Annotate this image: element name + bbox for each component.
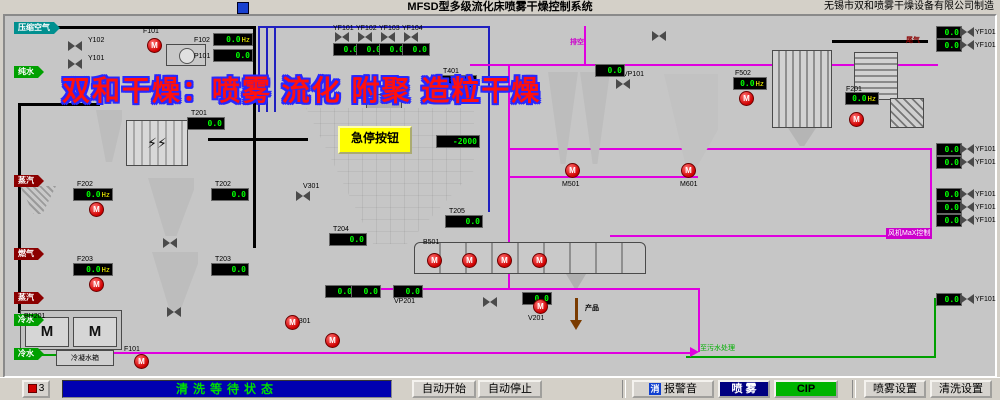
cip-button[interactable]: CIP [774, 380, 838, 398]
status-bar: 3 清洗等待状态 自动开始 自动停止 消报警音 喷 雾 CIP 喷雾设置 清洗设… [0, 377, 1000, 400]
app-icon [237, 2, 249, 14]
alarm-count-button[interactable]: 3 [22, 380, 50, 398]
emergency-stop-button[interactable]: 急停按钮 [338, 126, 412, 154]
mute-label: 报警音 [664, 383, 697, 395]
diagram-frame [3, 14, 997, 378]
status-message: 清洗等待状态 [62, 380, 392, 398]
separator [622, 380, 626, 398]
page-title: MFSD型多级流化床喷雾干燥控制系统 [407, 1, 593, 13]
auto-start-button[interactable]: 自动开始 [412, 380, 476, 398]
separator [852, 380, 856, 398]
manufacturer-label: 无锡市双和喷雾干燥设备有限公司制造 [824, 1, 994, 12]
mute-alarm-button[interactable]: 消报警音 [632, 380, 714, 398]
led-icon [27, 383, 37, 393]
title-bar: MFSD型多级流化床喷雾干燥控制系统 无锡市双和喷雾干燥设备有限公司制造 [0, 0, 1000, 14]
spray-button[interactable]: 喷 雾 [718, 380, 770, 398]
alarm-count: 3 [38, 383, 45, 394]
mute-icon: 消 [649, 383, 661, 396]
clean-settings-button[interactable]: 清洗设置 [930, 380, 992, 398]
auto-stop-button[interactable]: 自动停止 [478, 380, 542, 398]
spray-settings-button[interactable]: 喷雾设置 [864, 380, 926, 398]
